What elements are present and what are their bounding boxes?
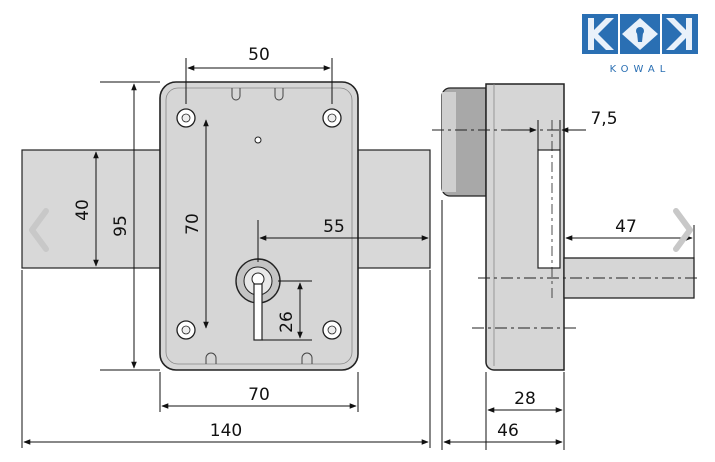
dim-hole-vertical: 70 xyxy=(183,213,203,235)
dimension-lines xyxy=(21,58,695,450)
dim-top-holes: 50 xyxy=(248,45,270,65)
dim-key-drop: 26 xyxy=(277,311,297,333)
dim-key-offset: 55 xyxy=(323,217,345,237)
chevron-right-icon xyxy=(673,208,693,252)
front-view xyxy=(21,81,431,371)
dim-base-holes: 70 xyxy=(248,385,270,405)
mounting-hole xyxy=(176,320,196,340)
mounting-hole xyxy=(176,108,196,128)
dim-tab-thickness: 7,5 xyxy=(590,109,617,129)
chevron-left-icon xyxy=(29,208,49,252)
dim-left-height: 40 xyxy=(73,199,93,221)
prev-image-button[interactable] xyxy=(26,205,52,255)
side-view xyxy=(432,83,700,371)
mounting-hole xyxy=(322,320,342,340)
side-bolt xyxy=(563,257,695,299)
dim-total-width: 140 xyxy=(210,421,242,441)
brand-logo: KOWAL xyxy=(574,10,704,78)
brand-name: KOWAL xyxy=(610,64,671,75)
dimension-labels: 50 40 95 70 55 26 70 140 7,5 47 28 46 xyxy=(73,45,637,441)
dim-bolt-throw: 47 xyxy=(615,217,637,237)
dim-outer-height: 95 xyxy=(111,215,131,237)
mounting-hole xyxy=(322,108,342,128)
lock-body xyxy=(159,81,359,371)
next-image-button[interactable] xyxy=(670,205,696,255)
dim-body-depth: 28 xyxy=(514,389,536,409)
dim-total-depth: 46 xyxy=(497,421,519,441)
